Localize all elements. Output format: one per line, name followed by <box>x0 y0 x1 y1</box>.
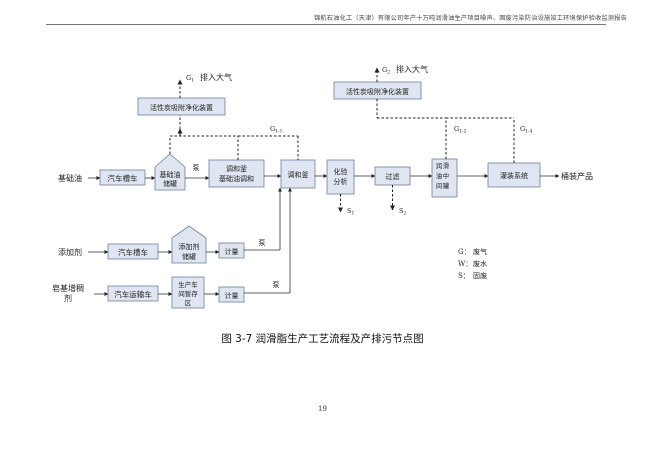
workshop-staging-box <box>171 276 205 309</box>
gas-label-g1-1: G1-1 <box>270 125 283 135</box>
pump-label: 泵 <box>273 281 280 289</box>
base-oil-tank-label-1: 基础油 <box>160 170 181 179</box>
gas-label-g1-4: G1-4 <box>520 125 533 135</box>
additive-tank-label-2: 储罐 <box>182 252 196 261</box>
bottled-product-label: 桶装产品 <box>561 171 593 181</box>
blending-kettle-base-box <box>208 159 265 188</box>
filtration-label: 过滤 <box>386 172 400 181</box>
legend-s-symbol: S： <box>458 272 470 280</box>
analysis-label-1: 化验 <box>334 167 348 176</box>
base-oil-tank-label-2: 储罐 <box>163 179 177 188</box>
page-header: 锦航石油化工（天津）有限公司年产十万吨润滑油生产项目噪声、固废污染防治设施竣工环… <box>314 15 627 22</box>
figure-caption: 图 3-7 润滑脂生产工艺流程及产排污节点图 <box>221 333 424 345</box>
additive-input-label: 添加剂 <box>58 247 82 257</box>
tanker-truck-box <box>99 169 146 186</box>
metering-label-2: 计量 <box>225 291 239 300</box>
transport-truck-box <box>107 285 159 302</box>
tanker-truck-label-2: 汽车槽车 <box>118 247 148 257</box>
workshop-staging-label-1: 生产车 <box>178 280 198 289</box>
solid-label-s1: S1 <box>347 207 354 217</box>
lube-tank-label-4: 中 <box>443 171 450 180</box>
pump-label: 泵 <box>193 164 200 172</box>
blending-kettle-base-label-2: 基础油调和 <box>219 174 254 183</box>
activated-carbon-unit-1 <box>137 97 226 116</box>
thickener-input-label-1: 皂基增稠 <box>52 283 84 293</box>
additive-tank-label-1: 添加剂 <box>179 242 200 251</box>
blending-kettle-label: 调和釜 <box>288 170 309 179</box>
tanker-truck-label: 汽车槽车 <box>108 173 138 183</box>
lube-tank-label-2: 滑 <box>443 161 450 170</box>
workshop-staging-label-3: 区 <box>185 299 192 307</box>
emission-label-1: 排入大气 <box>200 72 232 82</box>
metering-box-1 <box>218 242 245 259</box>
lube-tank-label-1: 润 <box>436 161 443 170</box>
metering-box-2 <box>218 286 245 303</box>
activated-carbon-label-2: 活性炭吸附净化装置 <box>346 87 409 96</box>
blending-kettle-base-label-1: 调和釜 <box>226 164 247 173</box>
gas-label-g2: G2 <box>382 66 390 76</box>
lube-tank-label-3: 油 <box>436 171 443 180</box>
gas-label-g1-2: G1-2 <box>454 125 467 135</box>
analysis-box <box>326 159 355 195</box>
filling-system-label: 灌装系统 <box>500 171 528 180</box>
activated-carbon-label-1: 活性炭吸附净化装置 <box>150 103 213 112</box>
legend-s-label: 固废 <box>473 271 487 280</box>
lube-intermediate-tank-box <box>431 158 458 198</box>
solid-label-s2: S2 <box>399 207 406 217</box>
filling-system-box <box>487 162 541 188</box>
legend-g-symbol: G： <box>458 248 471 256</box>
transport-truck-label: 汽车运输车 <box>114 289 152 299</box>
pump-label: 泵 <box>259 239 266 247</box>
tanker-truck-box-2 <box>107 243 159 260</box>
gas-label-g1: G1 <box>186 74 194 84</box>
header-rule <box>46 24 606 25</box>
additive-tank-shape <box>171 225 207 264</box>
base-oil-tank-shape <box>154 153 186 191</box>
base-oil-input-label: 基础油 <box>58 173 82 183</box>
legend-w-label: 废水 <box>473 259 487 268</box>
workshop-staging-label-2: 间暂存 <box>178 289 198 298</box>
legend-w-symbol: W： <box>458 260 472 268</box>
blending-kettle-box <box>280 159 316 189</box>
thickener-input-label-2: 剂 <box>64 293 72 303</box>
analysis-label-2: 分析 <box>334 177 348 186</box>
emission-label-2: 排入大气 <box>396 64 428 74</box>
page-number: 19 <box>318 405 327 413</box>
lube-tank-label-5: 间 <box>436 182 443 190</box>
legend-g-label: 废气 <box>473 247 487 256</box>
lube-tank-label-6: 罐 <box>443 181 450 190</box>
metering-label-1: 计量 <box>225 247 239 256</box>
